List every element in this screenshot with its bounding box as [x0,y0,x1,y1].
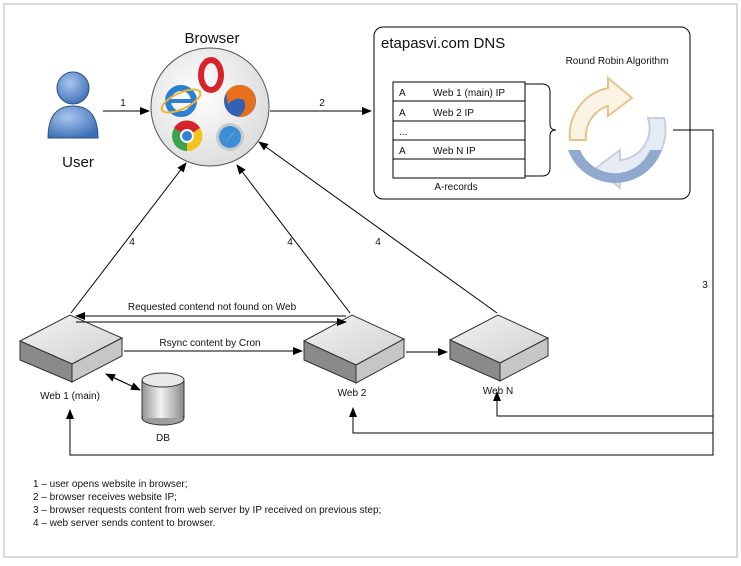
arrow-step-4-webn [258,141,498,314]
web2-server [302,314,406,384]
arrow-db-web1 [105,373,141,391]
not-found-label: Requested contend not found on Web [128,302,297,313]
record-type: A [399,88,406,99]
user-icon [47,71,99,139]
step-1-label: 1 [120,98,126,109]
record-row: A Web 1 (main) IP [399,88,505,99]
step-4-label-webn: 4 [375,237,381,248]
record-type: A [399,146,406,157]
arrow-step-3-web1 [66,409,714,456]
a-records-label: A-records [434,182,477,193]
round-robin-icon [568,75,667,191]
web2-label: Web 2 [338,388,367,399]
browser-label: Browser [184,30,239,47]
arrow-step-4-web2 [236,164,351,314]
legend-item: 4 – web server sends content to browser. [33,518,215,529]
step-2-label: 2 [319,98,325,109]
record-row: A Web N IP [399,146,476,157]
records-brace [525,83,557,177]
rsync-label: Rsync content by Cron [159,338,260,349]
record-row: ... [399,127,407,138]
step-4-label-web2: 4 [287,237,293,248]
dns-title: etapasvi.com DNS [381,35,505,52]
firefox-icon [224,85,256,118]
db-label: DB [156,433,170,444]
step-4-label-web1: 4 [129,237,135,248]
web1-label: Web 1 (main) [40,391,100,402]
safari-icon [216,123,244,151]
record-value: ... [399,127,407,138]
record-type: A [399,108,406,119]
webn-label: Web N [483,386,513,397]
a-records-table [392,81,526,179]
webn-server [448,314,550,382]
legend-item: 3 – browser requests content from web se… [33,505,381,516]
round-robin-label: Round Robin Algorithm [566,56,669,67]
record-value: Web 1 (main) IP [433,88,505,99]
database-icon [141,372,185,426]
arrow-step-4-web1 [70,162,187,314]
record-value: Web N IP [433,146,476,157]
legend-item: 1 – user opens website in browser; [33,479,188,490]
record-value: Web 2 IP [433,108,474,119]
step-3-label: 3 [702,280,708,291]
user-label: User [62,154,94,171]
web1-server [18,314,124,383]
arrow-step-3-web2 [349,407,714,434]
opera-icon [198,57,224,93]
legend-item: 2 – browser receives website IP; [33,492,177,503]
internet-explorer-icon [160,85,202,117]
chrome-icon [172,120,203,152]
record-row: A Web 2 IP [399,108,474,119]
